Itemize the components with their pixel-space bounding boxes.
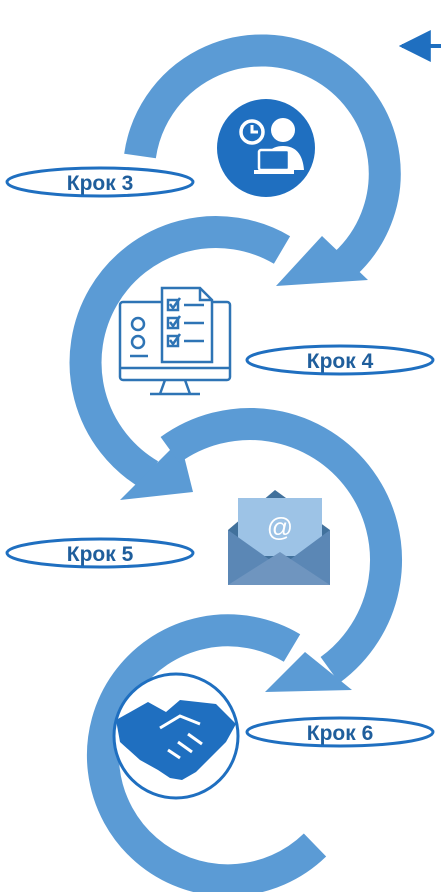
person-laptop-clock-icon bbox=[217, 99, 315, 197]
ring-step-5 bbox=[160, 408, 402, 692]
ring-step-6 bbox=[86, 614, 327, 892]
step-6-pill: Крок 6 bbox=[245, 716, 435, 748]
ring-step-3 bbox=[124, 34, 401, 286]
step-3-pill: Крок 3 bbox=[5, 166, 195, 198]
step-3-label: Крок 3 bbox=[67, 172, 134, 195]
handshake-icon bbox=[112, 672, 240, 800]
step-5-pill: Крок 5 bbox=[5, 537, 195, 569]
step-5-label: Крок 5 bbox=[67, 543, 134, 566]
step-4-label: Крок 4 bbox=[307, 350, 374, 373]
monitor-checklist-icon bbox=[118, 286, 232, 396]
step-6-label: Крок 6 bbox=[307, 722, 374, 745]
email-at-symbol: @ bbox=[267, 512, 293, 542]
email-envelope-icon: @ bbox=[228, 490, 330, 585]
step-4-pill: Крок 4 bbox=[245, 344, 435, 376]
